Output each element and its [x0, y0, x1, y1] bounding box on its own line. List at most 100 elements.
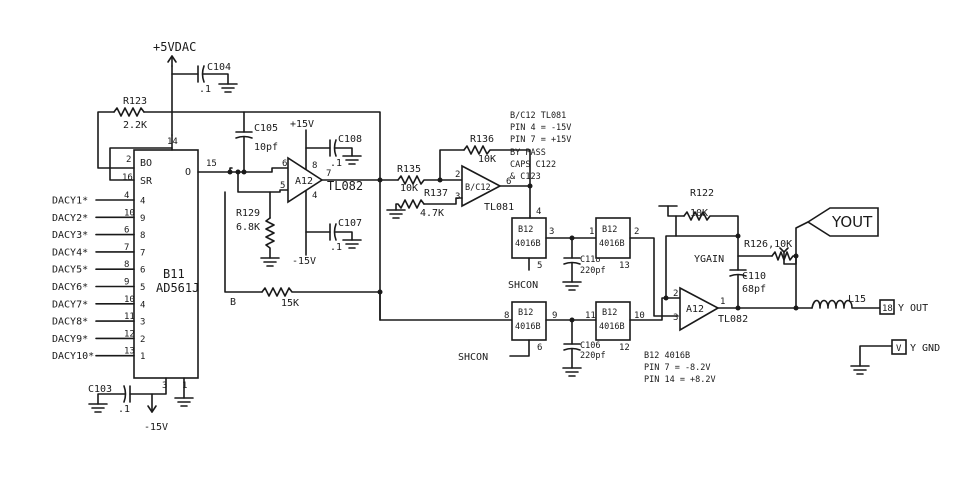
r135-resistor [397, 175, 441, 185]
dac-pin-out-label: O [185, 167, 191, 178]
opamp-a12a-vpos-label: +15V [290, 119, 314, 130]
r126-label: R126,10K [744, 239, 792, 250]
dac-input-pin-inner: 5 [140, 283, 145, 293]
r123-wire [143, 111, 245, 133]
opamp-bc12-pin: 6 [506, 177, 511, 187]
dac-input-pin-inner: 6 [140, 266, 145, 276]
c106-value: 220pf [580, 351, 606, 361]
dac-pin-bo: 2 [126, 155, 131, 165]
svg-text:CAPS C122: CAPS C122 [510, 160, 556, 170]
shcon-label-1: SHCON [508, 280, 538, 291]
dac-pin-g1: 3 [162, 381, 167, 391]
dac-input-pin-left: 4 [124, 191, 129, 201]
r135-value: 10K [400, 183, 418, 194]
supply-5vdac-label: +5VDAC [153, 40, 196, 54]
opamp-a12a-pin: 4 [312, 191, 317, 201]
dac-input-pin-left: 7 [124, 243, 129, 253]
svg-text:1: 1 [589, 227, 594, 237]
svg-text:BY PASS: BY PASS [510, 148, 546, 158]
yout-flag-wire [795, 221, 809, 257]
svg-text:B12: B12 [602, 308, 617, 318]
switch-b12-3: B12 4016B 8 9 6 [504, 301, 557, 353]
opamp-a12a-pin: 7 [326, 169, 331, 179]
svg-text:B12 4016B: B12 4016B [644, 351, 690, 361]
opamp-bc12-pin: 3 [455, 192, 460, 202]
r137-value: 4.7K [420, 208, 444, 219]
dac-pin-sr: 16 [122, 173, 133, 183]
sr-wire [109, 147, 173, 181]
c104-ground [218, 83, 238, 93]
junction-dot [793, 305, 799, 311]
junction-stub [229, 167, 233, 173]
dac-input-label: DACY7* [52, 299, 88, 310]
r123-value: 2.2K [123, 120, 147, 131]
c104-value: .1 [199, 84, 211, 95]
opamp-a12b-part: TL082 [718, 314, 748, 325]
svg-text:4016B: 4016B [599, 239, 625, 249]
dac-part: AD561J [156, 281, 199, 295]
note-b12: B12 4016B PIN 7 = -8.2V PIN 14 = +8.2V [644, 351, 716, 385]
svg-text:PIN 14 = +8.2V: PIN 14 = +8.2V [644, 375, 716, 385]
opamp-bc12 [461, 164, 502, 208]
r129-value: 6.8K [236, 222, 260, 233]
dac-input-pin-inner: 2 [140, 335, 145, 345]
ygnd-ground [850, 365, 870, 375]
switch-b12-4: B12 4016B 11 10 12 [585, 301, 645, 353]
r122-resistor [683, 211, 739, 237]
switch-4-out-wire [629, 297, 681, 321]
dac-input-pin-left: 6 [124, 226, 129, 236]
c107-label: C107 [338, 218, 362, 229]
dac-input-label: DACY3* [52, 230, 88, 241]
dac-input-pin-left: 8 [124, 260, 129, 270]
r137-ground [386, 209, 406, 219]
yout-connector-pin: 18 [882, 304, 893, 314]
opamp-a12a-minus-wire [243, 167, 289, 173]
dac-input-label: DACY10* [52, 351, 94, 362]
yout-connector [879, 299, 895, 315]
dac-pin-sr-label: SR [140, 176, 153, 187]
c108-value: .1 [330, 158, 342, 169]
dac-input-pin-inner: 4 [140, 197, 145, 207]
switch-b12-3-ctrl [509, 339, 530, 357]
shcon-label-2: SHCON [458, 352, 488, 363]
l15-label: L15 [848, 294, 866, 305]
c103-capacitor [88, 385, 131, 413]
c105-label: C105 [254, 123, 278, 134]
dac-input-label: DACY6* [52, 282, 88, 293]
r122-lead [675, 215, 685, 237]
junction-dot [527, 183, 533, 189]
dac-input-pin-left: 13 [124, 347, 135, 357]
dac-input-label: DACY9* [52, 334, 88, 345]
c110-value: 68pf [742, 284, 766, 295]
r136-lead [439, 149, 465, 181]
r123-label: R123 [123, 96, 147, 107]
dac-input-pin-inner: 8 [140, 231, 145, 241]
c105-value: 10pf [254, 142, 278, 153]
ygain-label: YGAIN [694, 254, 724, 265]
dac-input-pin-left: 9 [124, 278, 129, 288]
svg-text:3: 3 [549, 227, 554, 237]
svg-text:4016B: 4016B [515, 322, 541, 332]
opamp-bc12-part: TL081 [484, 202, 514, 213]
opamp-a12a-part: TL082 [327, 179, 363, 193]
dac-input-pin-inner: 1 [140, 352, 145, 362]
c103-label: C103 [88, 384, 112, 395]
svg-text:4016B: 4016B [599, 322, 625, 332]
c103-value: .1 [118, 404, 130, 415]
c118-capacitor [562, 257, 582, 291]
node-b-wire [224, 191, 263, 293]
node-b-label: B [230, 297, 236, 308]
r129-resistor [265, 217, 275, 259]
svg-text:PIN 7 = +15V: PIN 7 = +15V [510, 135, 571, 145]
ygnd-connector [891, 339, 907, 355]
opamp-bc12-pin: 2 [455, 170, 460, 180]
yout-flag [806, 207, 879, 237]
dac-input-label: DACY1* [52, 196, 88, 207]
feedback-wire [243, 111, 381, 321]
c108-capacitor [329, 139, 362, 165]
svg-text:PIN 4 = -15V: PIN 4 = -15V [510, 123, 571, 133]
r122-ground [658, 205, 678, 217]
dac-input-pin-inner: 9 [140, 214, 145, 224]
